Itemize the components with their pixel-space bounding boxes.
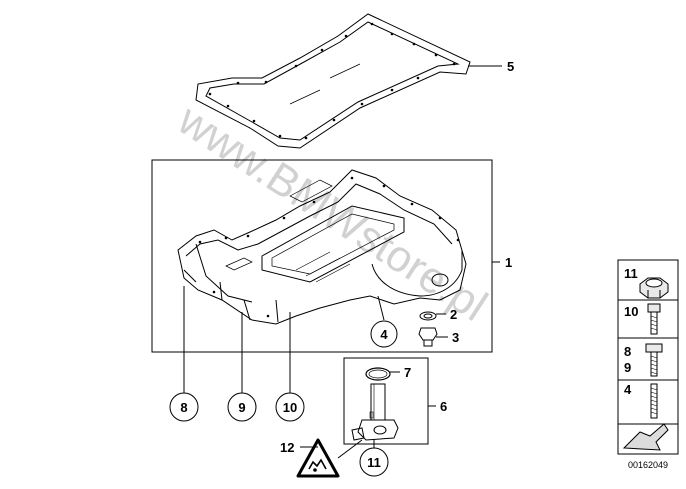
callout-1[interactable]: 1 <box>505 255 512 270</box>
callout-7[interactable]: 7 <box>404 365 411 380</box>
callout-circle-9 <box>227 392 257 422</box>
callout-circle-8 <box>169 392 199 422</box>
assembly-frame-1 <box>151 159 493 353</box>
leader-line-4 <box>377 295 385 321</box>
stud-bolt-icon[interactable] <box>650 383 658 419</box>
leader-line-11 <box>337 439 363 459</box>
drain-plug-icon[interactable] <box>418 327 438 347</box>
callout-2[interactable]: 2 <box>450 307 457 322</box>
gasket-icon[interactable] <box>195 13 471 149</box>
callout-4[interactable]: 4 <box>380 327 388 342</box>
callout-9[interactable]: 9 <box>238 400 245 415</box>
callout-12[interactable]: 12 <box>280 440 294 455</box>
watermark-text: www.BMWstore.pl <box>169 95 496 331</box>
panel-label-8[interactable]: 8 <box>624 344 631 359</box>
nut-icon[interactable] <box>639 277 669 299</box>
callout-10[interactable]: 10 <box>283 400 297 415</box>
panel-label-10[interactable]: 10 <box>624 304 638 319</box>
oil-pan-icon[interactable] <box>177 169 467 325</box>
panel-label-9[interactable]: 9 <box>624 360 631 375</box>
warning-triangle-icon[interactable] <box>296 438 340 478</box>
callout-circle-4 <box>370 320 398 348</box>
bolt-icon[interactable] <box>645 343 663 377</box>
callout-circle-11 <box>359 447 389 477</box>
callout-6[interactable]: 6 <box>440 399 447 414</box>
assembly-frame-6 <box>343 357 429 445</box>
oil-level-sensor-icon[interactable] <box>351 383 399 441</box>
callout-circle-10 <box>275 392 305 422</box>
panel-label-4[interactable]: 4 <box>624 382 632 397</box>
callout-3[interactable]: 3 <box>452 330 459 345</box>
seal-ring-icon[interactable] <box>419 311 437 321</box>
panel-label-11[interactable]: 11 <box>624 266 638 281</box>
callout-11[interactable]: 11 <box>367 455 381 470</box>
next-page-arrow-icon[interactable] <box>622 423 669 451</box>
document-id: 00162049 <box>628 460 668 470</box>
callout-5[interactable]: 5 <box>507 59 514 74</box>
callout-8[interactable]: 8 <box>180 400 187 415</box>
bolt-icon[interactable] <box>647 303 661 335</box>
o-ring-icon[interactable] <box>365 367 391 381</box>
